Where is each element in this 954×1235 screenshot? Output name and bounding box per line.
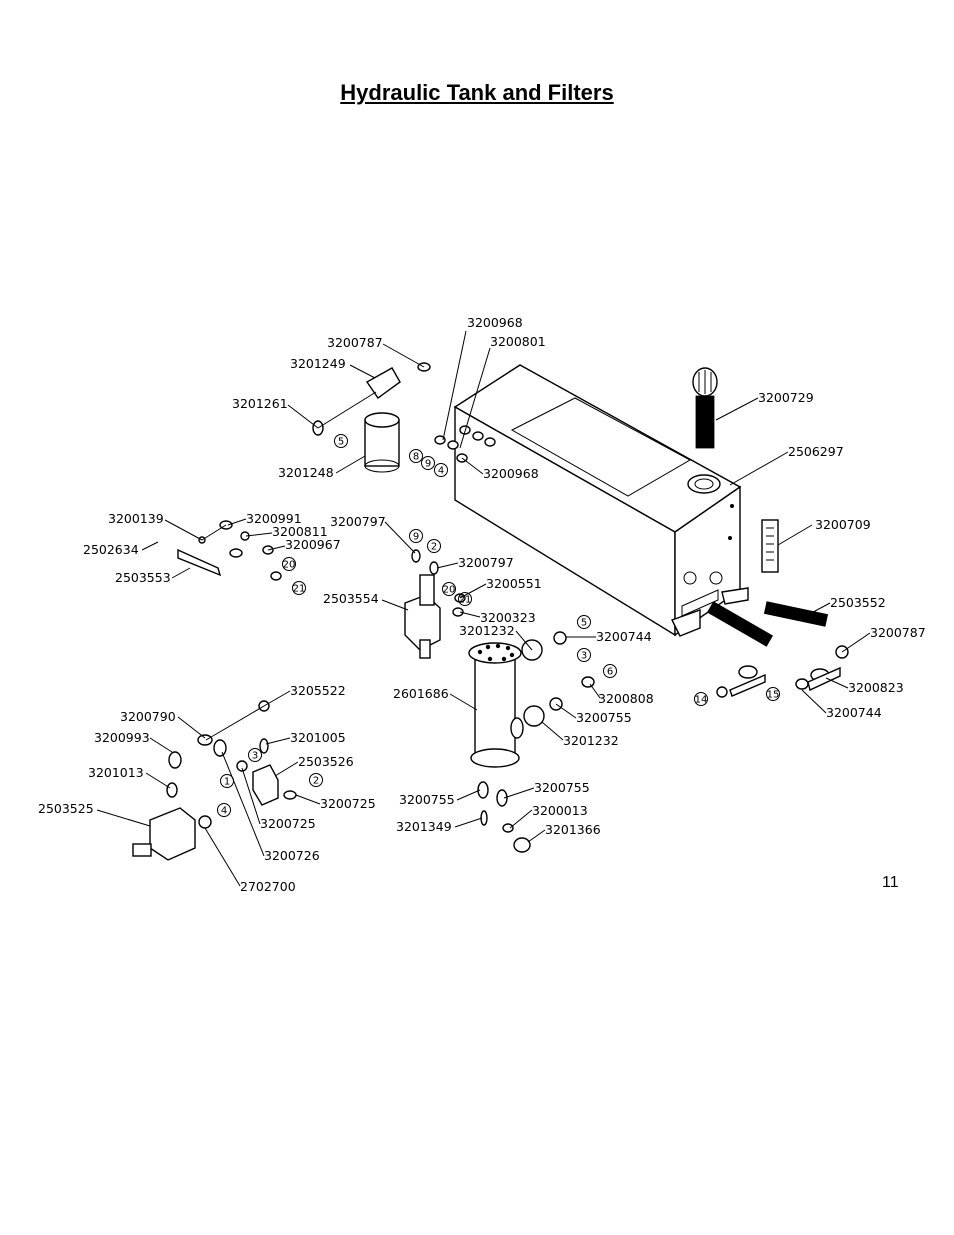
callout-number: 9: [425, 459, 431, 470]
filler-breather: [687, 367, 721, 494]
part-label: 3200551: [486, 576, 542, 591]
part-label: 2601686: [393, 686, 449, 701]
sight-gauge: [761, 519, 779, 573]
part-label: 3200755: [576, 710, 632, 725]
filter-assembly: [312, 362, 431, 473]
part-label: 3205522: [290, 683, 346, 698]
part-label: 3201366: [545, 822, 601, 837]
callout-number: 9: [413, 532, 419, 543]
part-label: 2702700: [240, 879, 296, 894]
part-label: 3201232: [459, 623, 515, 638]
part-label: 3200744: [826, 705, 882, 720]
callout-number: 2: [431, 542, 437, 553]
callout-number: 8: [413, 452, 419, 463]
callout-number: 4: [221, 806, 227, 817]
part-label: 2503554: [323, 591, 379, 606]
part-labels: 3200968 3200787 3200801 3201249 3200729 …: [38, 315, 926, 894]
hydraulic-tank: [453, 364, 749, 637]
part-label: 2506297: [788, 444, 844, 459]
callout-number: 15: [767, 690, 780, 701]
page-title: Hydraulic Tank and Filters: [340, 80, 614, 105]
part-label: 3200797: [330, 514, 386, 529]
callout-number: 4: [438, 466, 444, 477]
part-label: 3200725: [260, 816, 316, 831]
return-filter: [468, 642, 524, 768]
callout-number: 21: [293, 584, 306, 595]
part-label: 3201248: [278, 465, 334, 480]
callout-number: 3: [581, 651, 587, 662]
fittings: [166, 425, 849, 853]
part-label: 3200991: [246, 511, 302, 526]
part-label: 3200811: [272, 524, 328, 539]
part-label: 3201232: [563, 733, 619, 748]
part-label: 3200755: [534, 780, 590, 795]
part-label: 3200729: [758, 390, 814, 405]
callout-number: 6: [607, 667, 613, 678]
part-label: 2503553: [115, 570, 171, 585]
page-number: 11: [882, 874, 899, 891]
part-label: 3200968: [483, 466, 539, 481]
callout-number: 2: [313, 776, 319, 787]
part-label: 3200801: [490, 334, 546, 349]
part-label: 3201261: [232, 396, 288, 411]
part-label: 2503525: [38, 801, 94, 816]
part-label: 3200823: [848, 680, 904, 695]
part-label: 3201249: [290, 356, 346, 371]
part-label: 3200787: [327, 335, 383, 350]
part-label: 2503526: [298, 754, 354, 769]
part-label: 3200013: [532, 803, 588, 818]
manifold-valves: [132, 548, 441, 861]
part-label: 3200725: [320, 796, 376, 811]
part-label: 3200968: [467, 315, 523, 330]
callout-number: 20: [443, 585, 456, 596]
part-label: 2503552: [830, 595, 886, 610]
part-label: 3201013: [88, 765, 144, 780]
part-label: 3201005: [290, 730, 346, 745]
part-label: 3200744: [596, 629, 652, 644]
callout-number: 5: [338, 437, 344, 448]
part-label: 3200808: [598, 691, 654, 706]
callout-markers: 5 8 9 4 9 2 20 21 20 21 5 3 6 14 15 3 2 …: [217, 434, 780, 817]
part-label: 3200967: [285, 537, 341, 552]
part-label: 3200755: [399, 792, 455, 807]
callout-number: 14: [695, 695, 708, 706]
callout-number: 3: [252, 751, 258, 762]
part-label: 3201349: [396, 819, 452, 834]
part-label: 3200787: [870, 625, 926, 640]
callout-number: 20: [283, 560, 296, 571]
part-label: 3200790: [120, 709, 176, 724]
part-label: 3200797: [458, 555, 514, 570]
part-label: 3200323: [480, 610, 536, 625]
callout-number: 21: [459, 595, 472, 606]
suction-hoses: [707, 601, 841, 697]
callout-number: 1: [224, 777, 230, 788]
part-label: 3200993: [94, 730, 150, 745]
part-label: 3200726: [264, 848, 320, 863]
part-label: 3200139: [108, 511, 164, 526]
part-label: 3200709: [815, 517, 871, 532]
leader-lines: [96, 330, 871, 887]
part-label: 2502634: [83, 542, 139, 557]
callout-number: 5: [581, 618, 587, 629]
